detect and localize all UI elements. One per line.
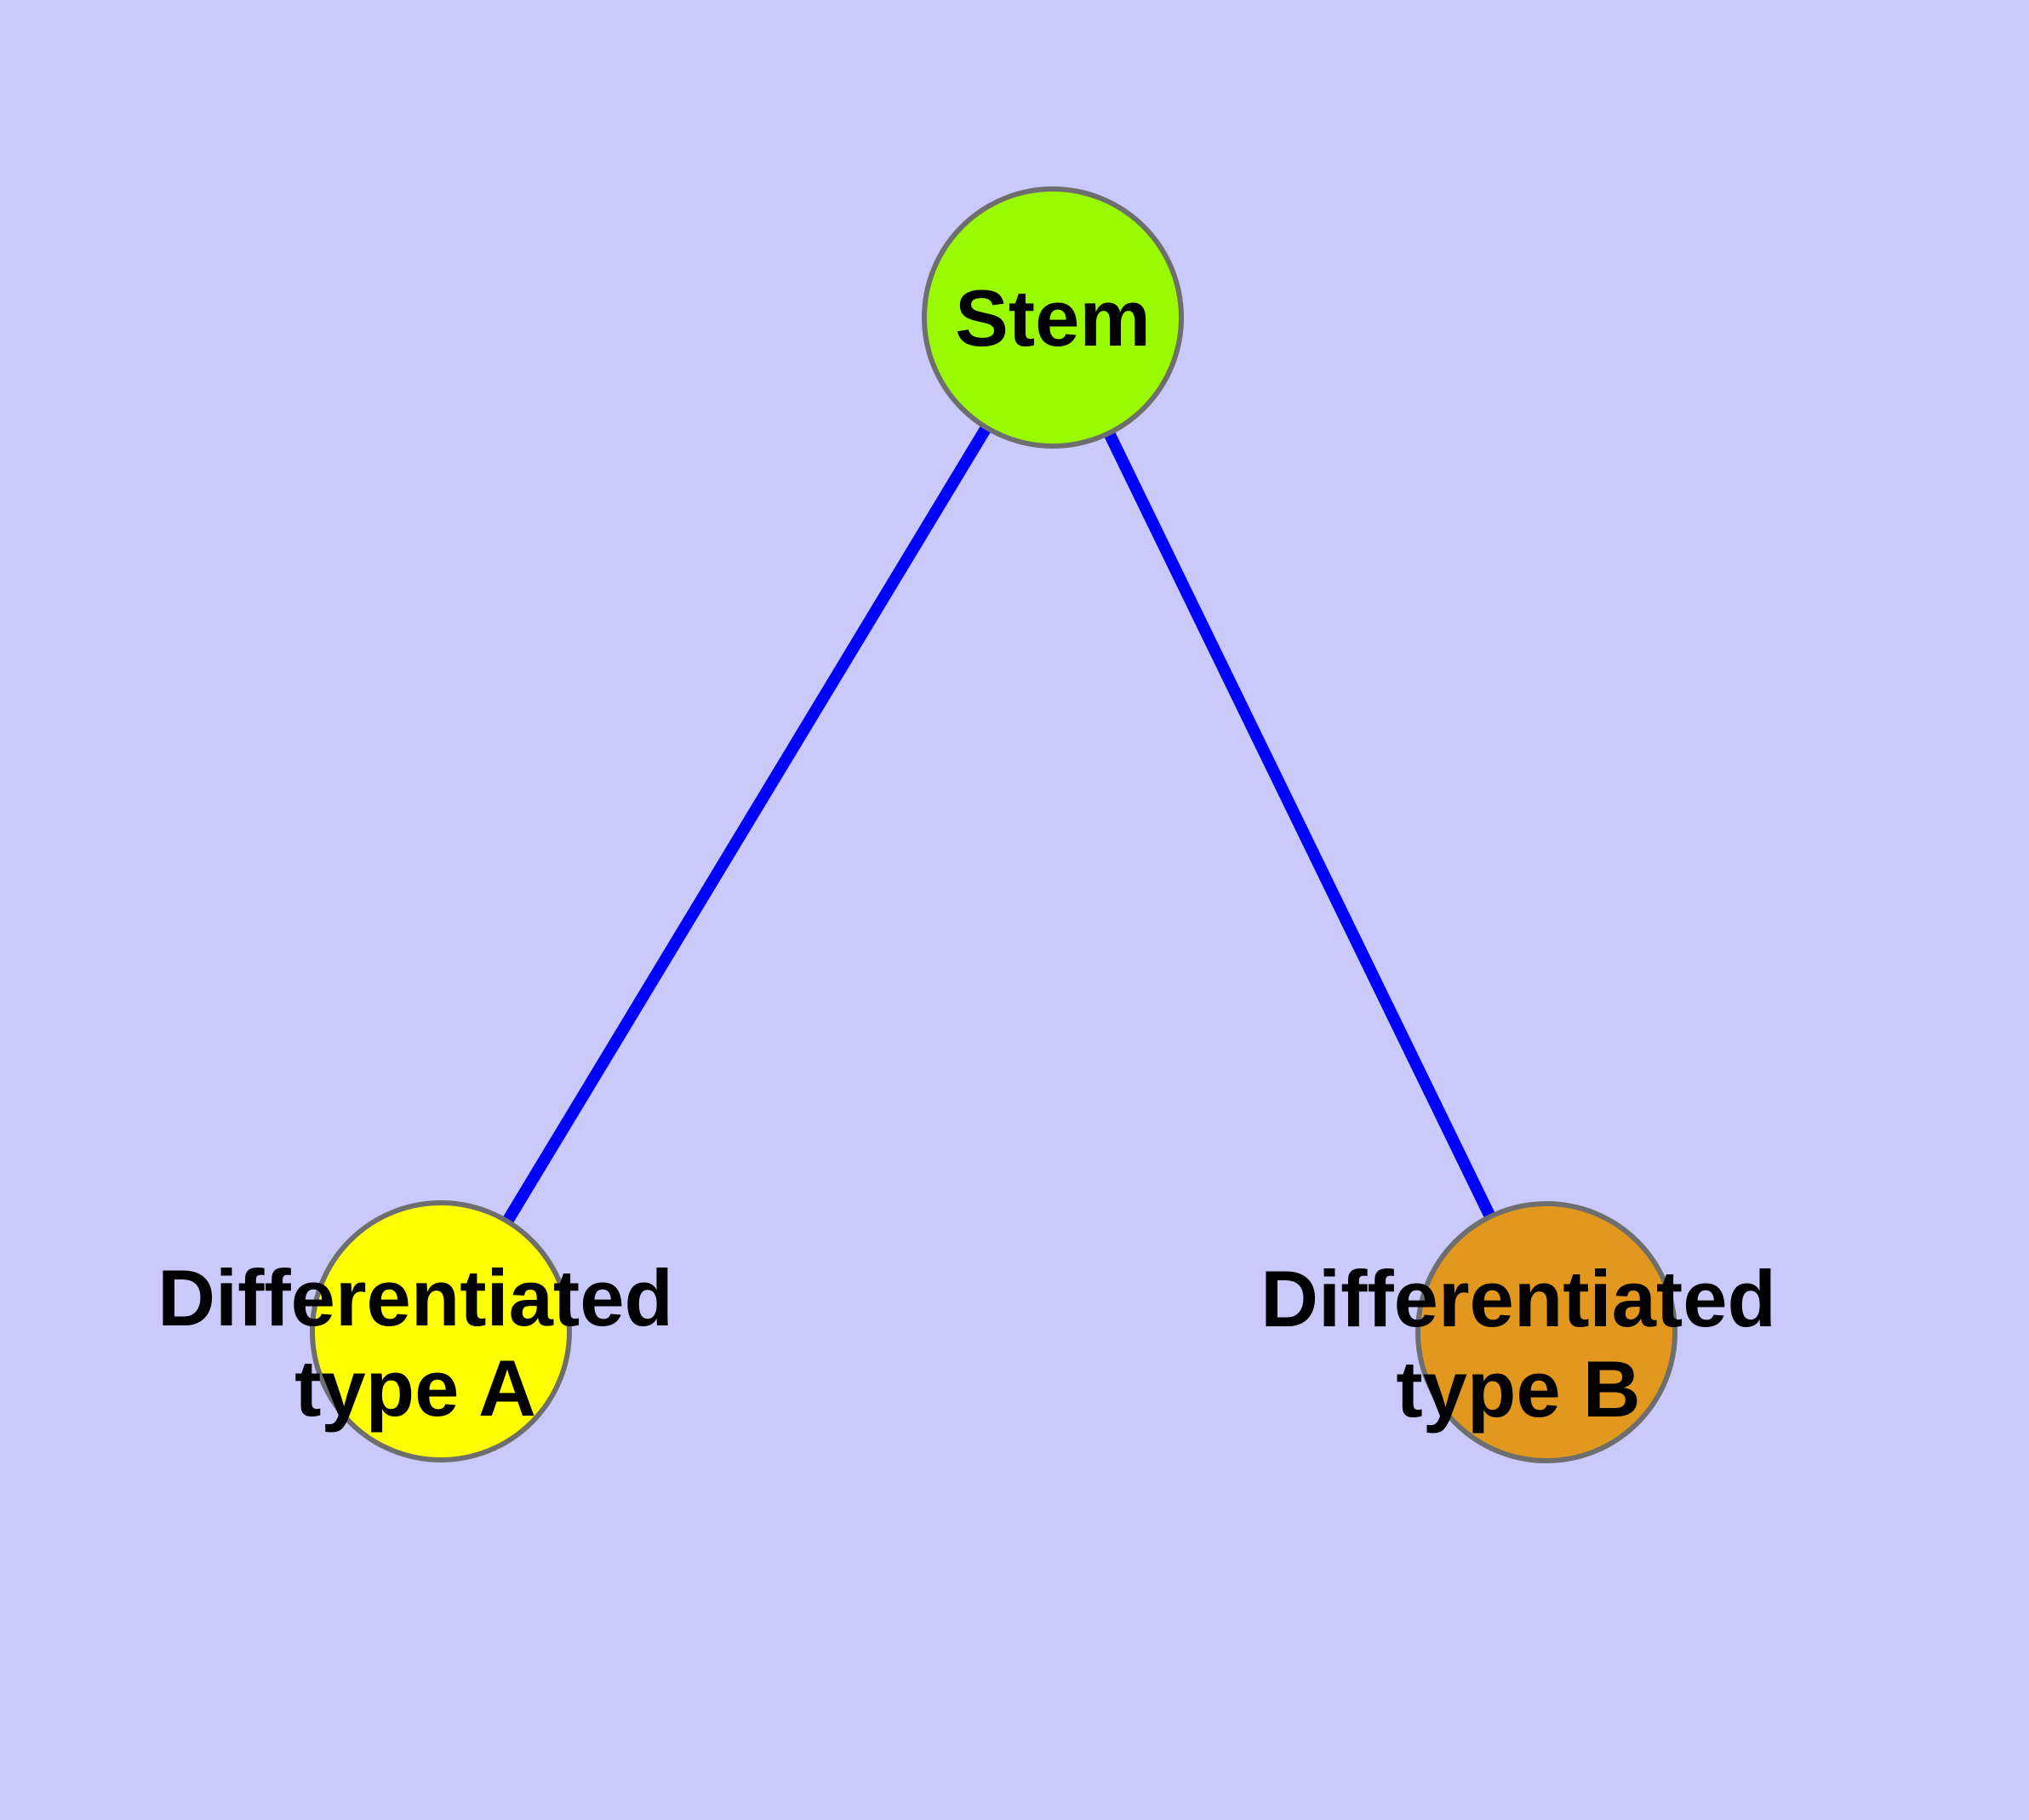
node-label-type-b-line2: type B [1396,1344,1641,1434]
node-differentiated-type-a [310,1200,572,1462]
edge-stem-to-type-a [436,314,1058,1335]
node-label-differentiated-type-b: Differentiated type B [1260,1254,1776,1434]
node-label-differentiated-type-a: Differentiated type A [157,1253,673,1434]
node-differentiated-type-b [1415,1201,1677,1463]
node-label-type-a-line2: type A [294,1343,536,1433]
node-label-stem: Stem [955,273,1151,363]
node-label-stem-line1: Stem [955,273,1151,363]
node-label-type-b-line1: Differentiated [1260,1254,1776,1343]
edge-stem-to-type-b [1047,314,1552,1336]
node-stem [922,186,1184,449]
node-label-type-a-line1: Differentiated [157,1253,673,1342]
